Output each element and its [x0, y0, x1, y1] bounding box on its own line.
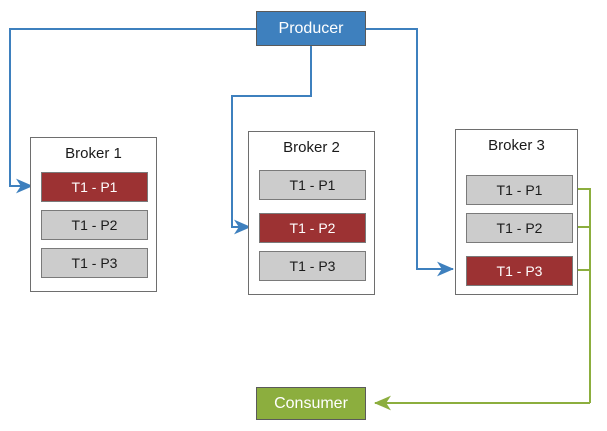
partition-broker1-p3[interactable]: T1 - P3: [41, 248, 148, 278]
partition-label: T1 - P3: [71, 255, 118, 271]
partition-broker1-p2[interactable]: T1 - P2: [41, 210, 148, 240]
broker-box-3[interactable]: Broker 3 T1 - P1 T1 - P2 T1 - P3: [455, 129, 578, 295]
producer-label: Producer: [278, 19, 344, 37]
partition-label: T1 - P2: [496, 220, 543, 236]
producer-node[interactable]: Producer: [256, 11, 366, 46]
partition-broker3-p1[interactable]: T1 - P1: [466, 175, 573, 205]
broker-box-1[interactable]: Broker 1 T1 - P1 T1 - P2 T1 - P3: [30, 137, 157, 292]
partition-broker2-p3[interactable]: T1 - P3: [259, 251, 366, 281]
broker-title-2: Broker 2: [283, 139, 340, 156]
partition-label: T1 - P1: [71, 179, 118, 195]
partition-broker3-p3[interactable]: T1 - P3: [466, 256, 573, 286]
partition-label: T1 - P3: [496, 263, 543, 279]
partition-broker2-p2[interactable]: T1 - P2: [259, 213, 366, 243]
consumer-label: Consumer: [274, 394, 348, 412]
broker-title-1: Broker 1: [65, 145, 122, 162]
consumer-node[interactable]: Consumer: [256, 387, 366, 420]
partition-label: T1 - P2: [71, 217, 118, 233]
partition-broker2-p1[interactable]: T1 - P1: [259, 170, 366, 200]
broker-title-3: Broker 3: [488, 137, 545, 154]
partition-broker1-p1[interactable]: T1 - P1: [41, 172, 148, 202]
partition-label: T1 - P3: [289, 258, 336, 274]
broker-box-2[interactable]: Broker 2 T1 - P1 T1 - P2 T1 - P3: [248, 131, 375, 295]
partition-broker3-p2[interactable]: T1 - P2: [466, 213, 573, 243]
wire-producer-to-broker3-p3: [366, 28, 454, 277]
partition-label: T1 - P1: [289, 177, 336, 193]
partition-label: T1 - P2: [289, 220, 336, 236]
partition-label: T1 - P1: [496, 182, 543, 198]
